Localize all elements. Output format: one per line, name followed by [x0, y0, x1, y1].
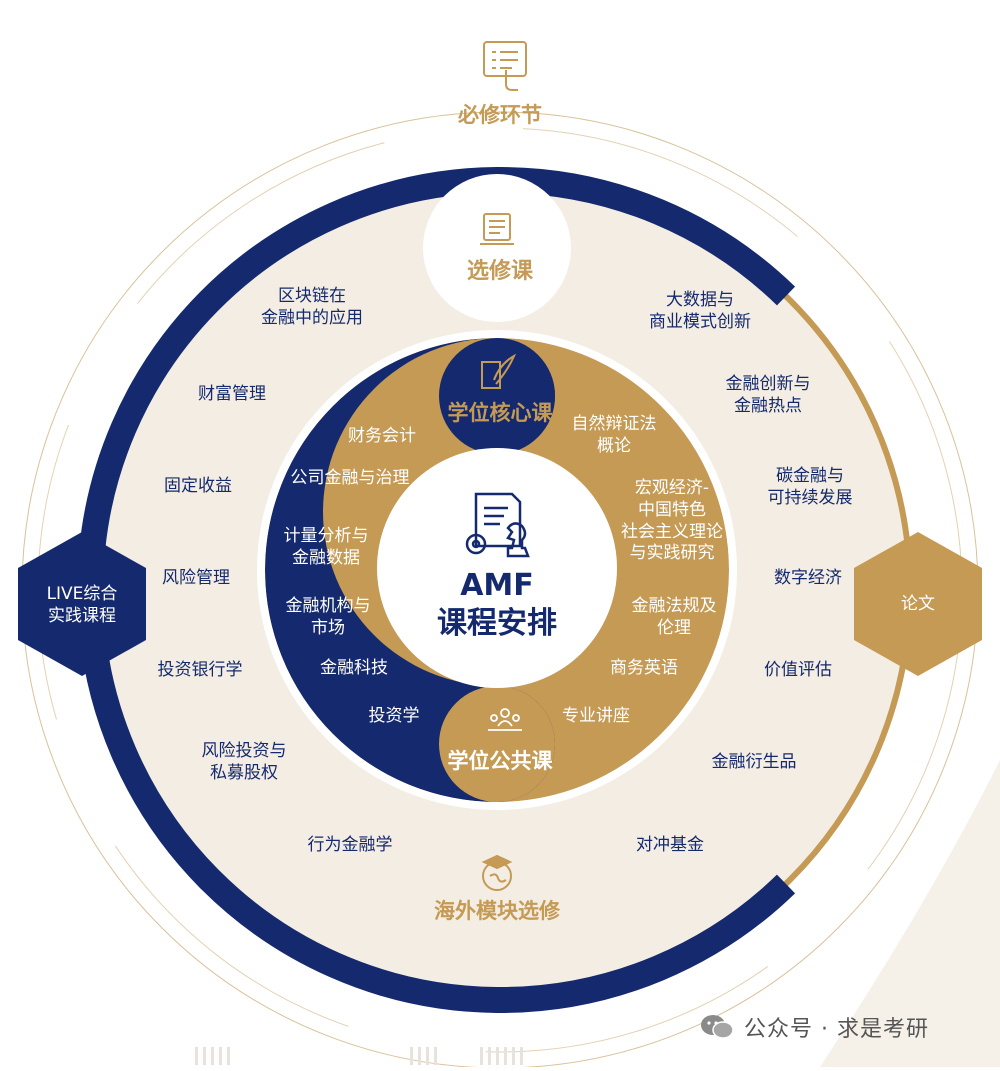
elective-carbon-finance: 碳金融与 可持续发展 [730, 466, 890, 510]
item-line: 风险投资与 [201, 741, 287, 761]
elective-big-data: 大数据与 商业模式创新 [620, 290, 780, 334]
core-investments: 投资学 [368, 706, 420, 726]
item-line: 金融中的应用 [261, 307, 363, 328]
live-practice-label: LIVE综合 实践课程 [22, 584, 142, 628]
center-title-line1: AMF [460, 568, 534, 603]
public-regulation-ethics: 金融法规及 伦理 [594, 596, 754, 640]
public-lectures: 专业讲座 [562, 706, 630, 726]
decor-bars [195, 1047, 523, 1065]
inner-disc-gold-bulge [439, 686, 555, 802]
thesis-hexagon [854, 532, 982, 676]
item-line: 大数据与 [666, 290, 734, 310]
elective-fixed-income: 固定收益 [164, 476, 232, 496]
thesis-label: 论文 [901, 594, 935, 614]
elective-financial-innovation: 金融创新与 金融热点 [688, 374, 848, 418]
item-line: 市场 [311, 617, 345, 638]
document-list-icon [480, 213, 514, 245]
inner-disc-navy-bulge [439, 338, 555, 454]
item-line: 计量分析与 [283, 526, 369, 546]
degree-core-label: 学位核心课 [447, 401, 553, 425]
elective-investment-banking: 投资银行学 [157, 660, 243, 680]
core-financial-accounting: 财务会计 [348, 426, 416, 446]
required-label: 必修环节 [458, 103, 542, 127]
elective-label: 选修课 [466, 259, 533, 284]
elective-blockchain: 区块链在 金融中的应用 [232, 286, 392, 330]
item-line: 区块链在 [278, 286, 346, 306]
elective-derivatives: 金融衍生品 [711, 752, 797, 772]
watermark-text: 公众号 · 求是考研 [744, 1017, 929, 1042]
elective-hedge-funds: 对冲基金 [636, 835, 704, 855]
item-line: 私募股权 [210, 762, 278, 783]
wechat-icon [700, 1013, 734, 1041]
core-quant-analysis: 计量分析与 金融数据 [246, 526, 406, 570]
item-line: 与实践研究 [629, 543, 715, 564]
elective-venture-capital: 风险投资与 私募股权 [164, 741, 324, 785]
item-line: 金融数据 [292, 547, 360, 568]
center-title-line2: 课程安排 [437, 606, 557, 641]
public-macroeconomics: 宏观经济- 中国特色 社会主义理论 与实践研究 [592, 478, 752, 565]
live-line2: 实践课程 [48, 605, 116, 626]
live-hexagon [18, 532, 146, 676]
elective-wealth-management: 财富管理 [198, 384, 266, 404]
item-line: 自然辩证法 [571, 414, 657, 434]
core-corporate-finance: 公司金融与治理 [290, 468, 410, 488]
strategy-document-icon [465, 492, 530, 558]
graduation-globe-icon [481, 854, 513, 891]
center-circle [377, 448, 617, 688]
item-line: 金融创新与 [725, 374, 811, 394]
core-financial-institutions: 金融机构与 市场 [248, 596, 408, 640]
item-line: 宏观经济- [634, 478, 710, 498]
decor-swoosh [820, 760, 1000, 1067]
elective-digital-economy: 数字经济 [774, 568, 842, 588]
elective-circle [423, 174, 571, 322]
group-people-icon [488, 708, 522, 731]
public-business-english: 商务英语 [610, 658, 678, 678]
item-line: 金融热点 [734, 395, 802, 416]
watermark: 公众号 · 求是考研 [700, 1010, 929, 1044]
inner-ring-border [257, 330, 737, 810]
live-line1: LIVE综合 [46, 584, 118, 604]
public-dialectics: 自然辩证法 概论 [534, 414, 694, 458]
item-line: 金融机构与 [285, 596, 371, 616]
elective-valuation: 价值评估 [764, 660, 832, 680]
item-line: 可持续发展 [767, 487, 853, 508]
item-line: 社会主义理论 [621, 521, 723, 542]
item-line: 商业模式创新 [649, 311, 751, 332]
overseas-label: 海外模块选修 [434, 899, 560, 923]
elective-behavioral-finance: 行为金融学 [307, 835, 393, 855]
quill-scroll-icon [481, 353, 517, 389]
core-fintech: 金融科技 [320, 658, 388, 678]
item-line: 碳金融与 [776, 466, 844, 486]
checklist-touch-icon [483, 41, 527, 91]
item-line: 金融法规及 [631, 596, 717, 616]
degree-public-label: 学位公共课 [447, 749, 553, 773]
item-line: 中国特色 [638, 499, 706, 520]
item-line: 概论 [597, 435, 631, 456]
elective-risk-management: 风险管理 [162, 568, 230, 588]
item-line: 伦理 [657, 617, 691, 638]
